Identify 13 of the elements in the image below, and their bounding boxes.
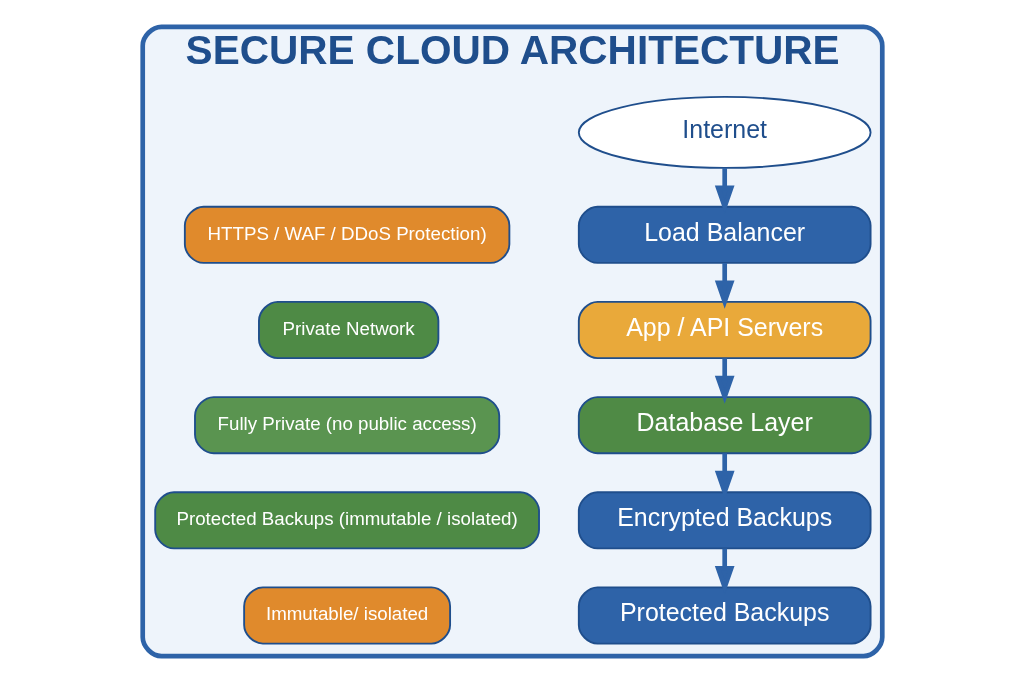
node-box: Database Layer — [577, 396, 871, 455]
node-box: Fully Private (no public access) — [193, 396, 500, 455]
arrow — [714, 358, 735, 404]
node-box: HTTPS / WAF / DDoS Protection) — [183, 205, 510, 264]
node-ellipse: Internet — [577, 95, 871, 169]
node-box: Load Balancer — [577, 205, 871, 264]
node-box: Protected Backups (immutable / isolated) — [153, 491, 540, 550]
node-box: App / API Servers — [577, 300, 871, 359]
node-box: Encrypted Backups — [577, 491, 871, 550]
node-box: Private Network — [257, 300, 439, 359]
arrow — [714, 263, 735, 309]
node-box: Immutable/ isolated — [242, 586, 451, 645]
node-box: Protected Backups — [577, 586, 871, 645]
